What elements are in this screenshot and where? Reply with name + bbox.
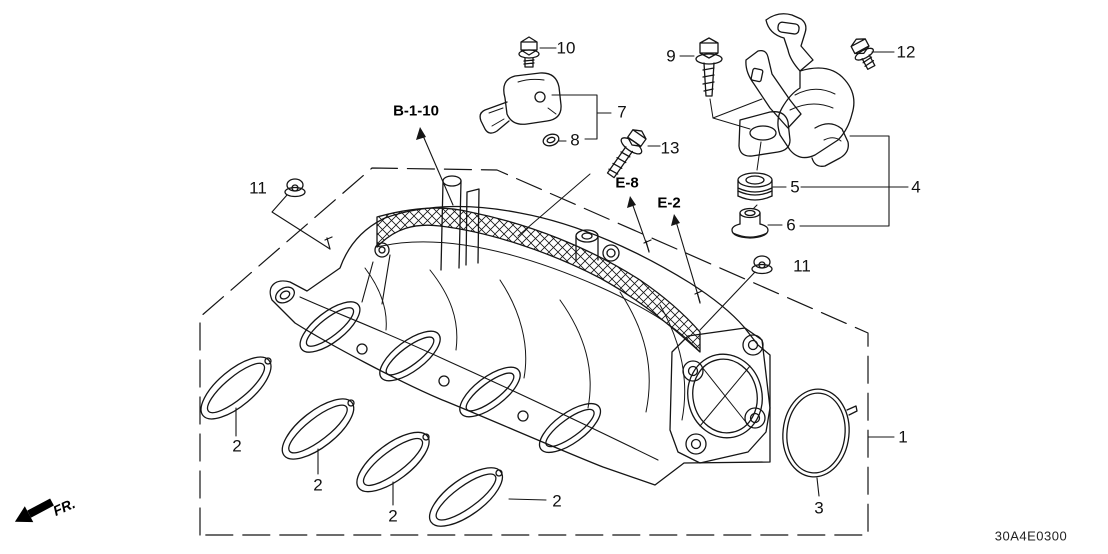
assembly-boundary: [199, 167, 869, 536]
callout-2a: 2: [232, 436, 242, 456]
callout-10: 10: [556, 38, 576, 58]
leader-lines: [235, 47, 909, 506]
throttle-o-ring: [782, 388, 858, 478]
sensor-o-ring: [542, 133, 560, 147]
diagram-code: 30A4E0300: [994, 528, 1068, 544]
connector-ref-b-1-10: B-1-10: [393, 102, 439, 120]
throttle-body-flange: [669, 327, 771, 464]
callout-8: 8: [570, 130, 580, 150]
callout-12: 12: [896, 42, 916, 62]
port-gaskets: [200, 356, 504, 527]
callout-5: 5: [790, 177, 800, 197]
callout-6: 6: [786, 215, 796, 235]
callout-2d: 2: [552, 491, 562, 511]
connector-ref-e-2: E-2: [657, 194, 681, 212]
callout-2b: 2: [313, 475, 323, 495]
intake-manifold-body: [269, 175, 771, 486]
callout-7: 7: [617, 102, 627, 122]
rubber-mount: [737, 141, 773, 210]
stay-bracket: [738, 13, 855, 167]
long-bolt-13: [517, 129, 647, 237]
fr-arrow-icon: [14, 498, 54, 523]
callout-4: 4: [911, 177, 921, 197]
callout-13: 13: [660, 138, 680, 158]
manifold-port-openings: [299, 301, 602, 454]
map-sensor: [479, 72, 562, 134]
connector-ref-e-8: E-8: [615, 174, 639, 192]
callout-11-right: 11: [793, 256, 811, 276]
cap-nut-right: [751, 255, 773, 275]
callout-2c: 2: [388, 506, 398, 526]
bolt-12: [850, 38, 876, 70]
flange-bolt-9: [695, 37, 763, 130]
callout-9: 9: [666, 46, 676, 66]
sensor-bolt: [518, 36, 540, 68]
callout-1: 1: [898, 427, 908, 447]
cap-nut-left: [284, 178, 306, 198]
callout-3: 3: [814, 498, 824, 518]
callout-11-left: 11: [249, 178, 267, 198]
collar: [731, 207, 769, 239]
ref-arrows: [416, 127, 701, 303]
